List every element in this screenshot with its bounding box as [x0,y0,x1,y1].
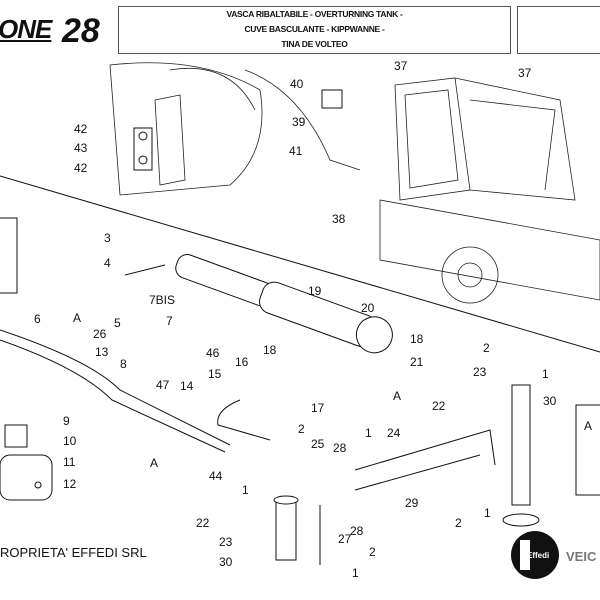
callout: 42 [74,122,88,136]
section-marker: A [73,311,81,325]
callout: 8 [120,357,127,371]
callout: 3 [104,231,111,245]
callout: 2 [455,516,462,530]
callout: 22 [196,516,210,530]
hydraulic-cylinder-main [175,254,393,354]
callout-labels: 42 43 42 40 39 41 37 37 38 3 4 5 7BIS 7 … [34,59,592,580]
callout: 9 [63,414,70,428]
callout: 12 [63,477,77,491]
callout: 22 [432,399,446,413]
hose-14 [217,399,271,441]
callout: 2 [298,422,305,436]
callout: 23 [219,535,233,549]
section-marker: A [584,419,592,433]
callout: 39 [292,115,306,129]
callout: 6 [34,312,41,326]
callout: 11 [63,455,76,469]
title-line-it-en: VASCA RIBALTABILE - OVERTURNING TANK - [226,9,403,19]
callout: 25 [311,437,325,451]
callout: 1 [484,506,491,520]
callout: 16 [235,355,249,369]
callout: 10 [63,434,77,448]
callout: 44 [209,469,223,483]
callout: 18 [410,332,424,346]
callout: 1 [542,367,549,381]
callout: 40 [290,77,304,91]
pipe-8 [0,339,226,453]
copyright-notice: ROPRIETA' EFFEDI SRL [0,545,147,560]
section-marker: A [393,389,401,403]
side-box [517,6,600,54]
callout: 1 [242,483,249,497]
cylinder-30-left [273,495,299,561]
callout: 30 [219,555,233,569]
callout: 18 [263,343,277,357]
callout: 19 [308,284,322,298]
callout: 1 [365,426,372,440]
callout: 20 [361,301,375,315]
cylinder-30-right [502,384,540,527]
callout: 43 [74,141,88,155]
callout: 14 [180,379,194,393]
callout: 23 [473,365,487,379]
callout: 28 [350,524,364,538]
callout: 29 [405,496,419,510]
effedi-logo: Effedi VEIC [511,531,597,579]
title-line-es: TINA DE VOLTEO [281,39,348,49]
callout: 4 [104,256,111,270]
callout: 42 [74,161,88,175]
callout: 38 [332,212,346,226]
callout: 47 [156,378,170,392]
callout: 37 [394,59,408,73]
callout: 2 [483,341,490,355]
callout: 28 [333,441,347,455]
pipe-24 [354,429,496,471]
callout: 46 [206,346,220,360]
section-divider [0,175,600,353]
section-marker: A [150,456,158,470]
title-line-fr-de: CUVE BASCULANTE - KIPPWANNE - [244,24,385,34]
pipe-6 [0,329,231,446]
title-box: VASCA RIBALTABILE - OVERTURNING TANK - C… [118,6,511,54]
callout: 1 [352,566,359,580]
callout: 24 [387,426,401,440]
callout: 27 [338,532,352,546]
detail-box-right [575,404,600,496]
logo-text: Effedi [527,551,549,560]
callout: 13 [95,345,109,359]
detail-box-left [0,217,18,294]
callout: 21 [410,355,424,369]
callout: 7 [166,314,173,328]
pump-unit [0,424,53,501]
page-number: 28 [62,12,100,50]
logo-side-text: VEIC [566,549,597,564]
callout: 41 [289,144,303,158]
callout: 7BIS [149,293,175,307]
callout: 5 [114,316,121,330]
truck-illustration [244,69,600,304]
brand-logo-text: ONE [0,14,52,44]
cab-interior-detail [109,62,263,196]
callout: 30 [543,394,557,408]
callout: 17 [311,401,325,415]
pin [124,264,166,276]
callout: 37 [518,66,532,80]
callout: 26 [93,327,107,341]
callout: 15 [208,367,222,381]
callout: 2 [369,545,376,559]
pipe-29 [354,454,481,491]
